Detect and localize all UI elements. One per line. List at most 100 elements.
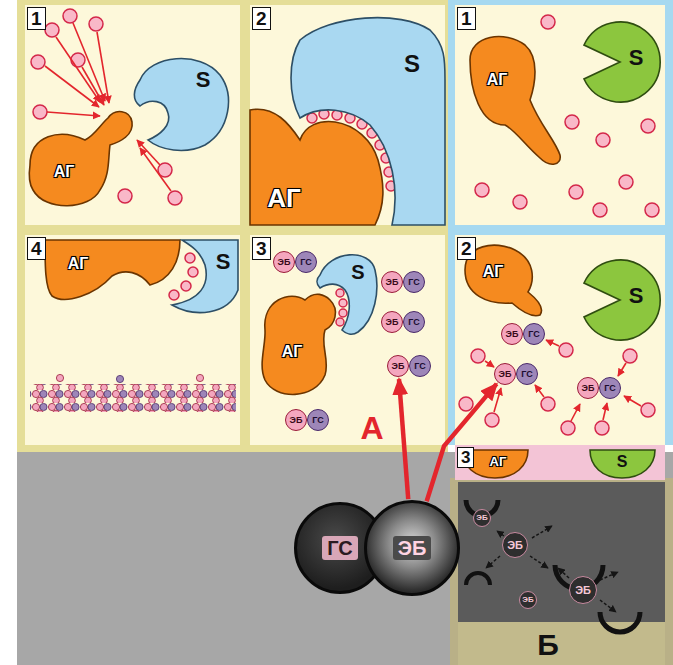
released-enzyme-label: ЭБ	[507, 540, 523, 551]
conjugate-bead-label: ГС	[312, 416, 323, 425]
antibody-dot	[559, 343, 573, 357]
antigen-shape: АГ	[467, 33, 564, 170]
release-arrow	[532, 526, 552, 538]
receptor-label: S	[629, 285, 644, 307]
receptor-shape-outline	[170, 238, 240, 318]
conjugate-bead-label: ГС	[408, 318, 419, 327]
binding-arrow	[535, 385, 544, 397]
step-panel	[250, 5, 445, 225]
enzyme-bead: ЭБ	[381, 311, 403, 333]
conjugate-bead: ГС	[403, 271, 425, 293]
antibody-dot	[485, 413, 499, 427]
antibody-dot	[513, 195, 527, 209]
enzyme-bead: ЭБ	[501, 323, 523, 345]
antibody-dot	[475, 183, 489, 197]
antibody-dot	[623, 349, 637, 363]
conjugate-bead-label: ГС	[604, 384, 615, 393]
antigen-label: АГ	[282, 344, 303, 360]
conjugate-bead: ГС	[523, 323, 545, 345]
receptor-label: S	[351, 262, 364, 282]
receptor-shape: S	[130, 50, 236, 157]
antigen-shape-path	[250, 109, 383, 225]
conjugate-bead-label: ГС	[521, 370, 532, 379]
antibody-dot	[181, 281, 191, 291]
released-enzyme: ЭБ	[473, 509, 491, 527]
conjugate-bead-label: ГС	[528, 330, 539, 339]
release-arrow	[497, 531, 504, 536]
antigen-shape: АГ	[463, 242, 547, 320]
bead	[116, 375, 123, 382]
conjugate-bead-label: ГС	[414, 362, 425, 371]
antigen-label: АГ	[68, 256, 89, 272]
receptor-shape: S	[588, 448, 657, 480]
receptor-label: S	[629, 47, 644, 69]
enzyme-bead-label: ЭБ	[386, 318, 399, 327]
receptor-label: S	[404, 52, 420, 76]
step-panel	[455, 235, 665, 445]
panel-b-ground	[448, 0, 673, 445]
antibody-dot	[169, 290, 179, 300]
panel-frame	[450, 478, 673, 665]
enzyme-bead-label: ЭБ	[506, 330, 519, 339]
grey-band	[17, 452, 673, 665]
release-arrow	[558, 568, 569, 578]
antibody-dot	[71, 53, 85, 67]
reaction-arrow	[399, 379, 408, 499]
antibody-dot	[89, 17, 103, 31]
antibody-dot	[339, 309, 347, 317]
antibody-dot	[595, 421, 609, 435]
released-enzyme-label: ЭБ	[575, 585, 591, 596]
receptor-shape: S	[170, 238, 240, 318]
receptor-shape-outline	[578, 258, 662, 342]
panel-number: 3	[457, 447, 474, 468]
enzyme-sphere: ЭБ	[364, 500, 460, 596]
antigen-shape-path	[470, 37, 560, 165]
receptor-shape-path	[584, 260, 660, 340]
binding-arrow	[45, 66, 99, 107]
precipitate	[30, 384, 236, 412]
enzyme-bead: ЭБ	[273, 251, 295, 273]
release-arrow	[600, 572, 618, 580]
antigen-shape-outline	[467, 33, 564, 170]
antibody-dot	[31, 55, 45, 69]
antigen-shape: АГ	[250, 103, 388, 226]
released-enzyme: ЭБ	[502, 532, 528, 558]
enzyme-sphere-label: ЭБ	[393, 536, 432, 560]
antigen-shape-path	[262, 294, 335, 394]
step-panel	[455, 445, 665, 480]
antigen-label: АГ	[490, 455, 507, 468]
antibody-dot	[33, 105, 47, 119]
panel-a-ground	[17, 0, 448, 452]
released-enzyme-label: ЭБ	[522, 596, 533, 604]
conjugate-bead-label: ГС	[300, 258, 311, 267]
dark-panel	[458, 482, 665, 622]
antibody-dot	[593, 203, 607, 217]
antibody-dot	[339, 299, 347, 307]
conjugate-bead: ГС	[295, 251, 317, 273]
antibody-dot	[619, 175, 633, 189]
enzyme-bead: ЭБ	[381, 271, 403, 293]
conjugate-bead: ГС	[599, 377, 621, 399]
antibody-dot	[569, 185, 583, 199]
binding-arrow	[624, 396, 641, 406]
antigen-shape-outline	[28, 108, 136, 214]
enzyme-bead: ЭБ	[387, 355, 409, 377]
conjugate-bead: ГС	[409, 355, 431, 377]
antibody-dot	[63, 9, 77, 23]
conjugate-bead: ГС	[516, 363, 538, 385]
step-panel	[25, 5, 240, 225]
step-panel	[455, 5, 665, 225]
binding-arrow	[82, 67, 104, 105]
antigen-shape: АГ	[258, 288, 340, 400]
antigen-shape-path	[29, 112, 132, 206]
enzyme-bead-label: ЭБ	[392, 362, 405, 371]
receptor-label: S	[617, 454, 628, 470]
antibody-dot	[188, 267, 198, 277]
antibody-dot	[168, 191, 182, 205]
conjugate-bead: ГС	[307, 409, 329, 431]
antigen-shape: АГ	[43, 238, 182, 307]
antigen-shape-path	[45, 240, 180, 299]
conjugate-bead: ГС	[403, 311, 425, 333]
enzyme-bead-label: ЭБ	[499, 370, 512, 379]
